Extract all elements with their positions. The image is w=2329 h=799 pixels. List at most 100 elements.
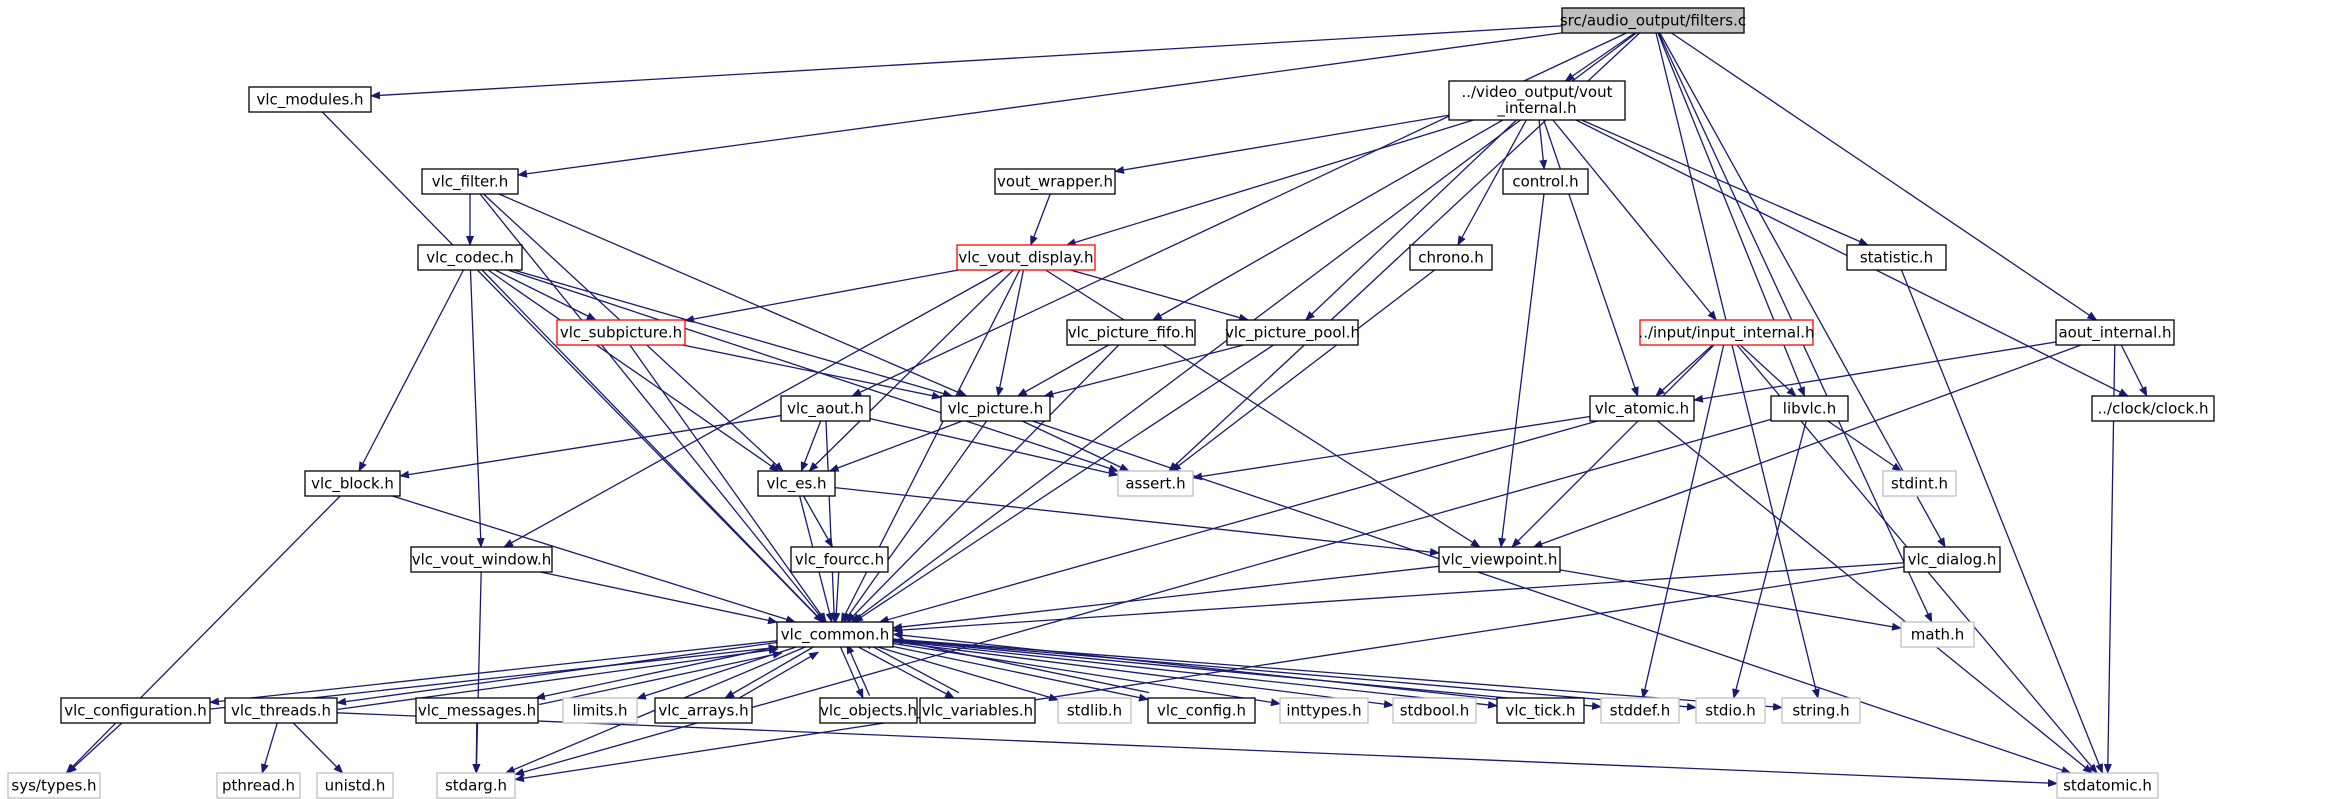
node-label: vlc_modules.h	[256, 91, 363, 110]
node-box	[410, 546, 553, 573]
node-vlc-configuration[interactable]: vlc_configuration.h	[60, 697, 211, 724]
node-vlc-dialog[interactable]: vlc_dialog.h	[1903, 546, 2001, 573]
node-box	[994, 168, 1116, 195]
edge-vlc_common-to-vlc_threads	[336, 641, 778, 706]
edge-vlc_vout_display-to-vlc_es	[808, 269, 1014, 472]
node-vlc-vout-display[interactable]: vlc_vout_display.h	[956, 244, 1096, 271]
node-vlc-threads[interactable]: vlc_threads.h	[224, 697, 338, 724]
node-box	[940, 395, 1051, 422]
node-vlc-atomic[interactable]: vlc_atomic.h	[1589, 395, 1695, 422]
node-box	[1882, 470, 1957, 497]
node-vlc-messages[interactable]: vlc_messages.h	[415, 697, 539, 724]
node-label: vlc_picture.h	[948, 400, 1043, 419]
node-vlc-config[interactable]: vlc_config.h	[1147, 697, 1256, 724]
edge-vlc_vout_display-to-vlc_picture_pool	[1070, 269, 1250, 322]
node-box	[1117, 470, 1194, 497]
node-vlc-filter[interactable]: vlc_filter.h	[421, 168, 519, 195]
edge-input_internal-to-vlc_viewpoint	[1511, 344, 1715, 548]
node-box	[1502, 168, 1589, 195]
node-stdlib: stdlib.h	[1057, 697, 1132, 724]
node-math: math.h	[1900, 621, 1975, 648]
edge-input_internal-to-libvlc	[1739, 344, 1797, 397]
node-label: ../input/input_internal.h	[1638, 324, 1814, 343]
node-vlc-block[interactable]: vlc_block.h	[304, 470, 401, 497]
node-vlc-codec[interactable]: vlc_codec.h	[417, 244, 523, 271]
node-vlc-es[interactable]: vlc_es.h	[757, 470, 836, 497]
node-vlc-arrays[interactable]: vlc_arrays.h	[654, 697, 753, 724]
node-vlc-vout-window[interactable]: vlc_vout_window.h	[410, 546, 553, 573]
node-vlc-fourcc[interactable]: vlc_fourcc.h	[790, 546, 889, 573]
node-box	[1448, 80, 1626, 121]
edge-vlc_common-to-stddef	[892, 639, 1602, 710]
node-label: vlc_filter.h	[432, 173, 509, 192]
node-box	[1695, 697, 1766, 724]
node-input-internal[interactable]: ../input/input_internal.h	[1638, 319, 1815, 346]
edge-vlc_objects-to-vlc_common	[846, 643, 871, 696]
node-box	[919, 697, 1036, 724]
node-label: vlc_block.h	[311, 475, 394, 494]
edge-vlc_aout-to-vlc_common	[825, 420, 839, 623]
node-label: unistd.h	[325, 777, 386, 795]
edge-vlc_codec-to-vlc_block	[358, 269, 465, 472]
node-box	[1903, 546, 2001, 573]
edge-vlc_viewpoint-to-vlc_common	[892, 565, 1440, 631]
edge-vlc_atomic-to-vlc_common	[878, 420, 1598, 624]
node-vlc-picture-pool[interactable]: vlc_picture_pool.h	[1225, 319, 1360, 346]
node-box	[1392, 697, 1477, 724]
node-label: ../video_output/vout_internal.h	[1461, 83, 1612, 118]
edge-vout_internal-to-control	[1538, 119, 1548, 170]
node-vlc-common[interactable]: vlc_common.h	[776, 621, 894, 648]
edge-vlc_subpicture-to-vlc_picture	[682, 344, 942, 400]
edge-libvlc-to-stdio	[1732, 420, 1807, 699]
node-box	[1409, 244, 1493, 271]
node-chrono[interactable]: chrono.h	[1409, 244, 1493, 271]
node-label: control.h	[1512, 173, 1578, 191]
node-label: vlc_vout_window.h	[412, 551, 552, 570]
node-vout-internal[interactable]: ../video_output/vout_internal.h	[1448, 80, 1626, 121]
node-box	[1639, 319, 1814, 346]
node-label: src/audio_output/filters.c	[1560, 12, 1746, 31]
edge-root-to-libvlc	[1657, 32, 1806, 397]
node-vout-wrapper[interactable]: vout_wrapper.h	[994, 168, 1116, 195]
node-label: vlc_atomic.h	[1595, 400, 1689, 419]
node-label: vlc_fourcc.h	[795, 551, 884, 570]
edge-vlc_codec-to-vlc_common	[481, 269, 824, 623]
edge-vout_internal-to-vout_wrapper	[1114, 114, 1450, 174]
node-label: vlc_picture_fifo.h	[1068, 324, 1195, 343]
edge-vlc_modules-to-vlc_common	[321, 111, 824, 623]
node-statistic[interactable]: statistic.h	[1846, 244, 1947, 271]
node-stdatomic: stdatomic.h	[2056, 772, 2159, 799]
edge-vlc_filter-to-vlc_picture	[498, 193, 968, 397]
edge-vlc_threads-to-pthread	[261, 722, 278, 774]
node-vlc-objects[interactable]: vlc_objects.h	[819, 697, 918, 724]
node-vlc-modules[interactable]: vlc_modules.h	[248, 86, 372, 113]
node-vlc-viewpoint[interactable]: vlc_viewpoint.h	[1438, 546, 1561, 573]
node-label: stdlib.h	[1067, 702, 1122, 720]
node-root[interactable]: src/audio_output/filters.c	[1560, 7, 1746, 34]
node-aout-internal[interactable]: aout_internal.h	[2055, 319, 2175, 346]
node-vlc-aout[interactable]: vlc_aout.h	[780, 395, 871, 422]
edge-chrono-to-assert	[1171, 269, 1436, 472]
node-clock[interactable]: ../clock/clock.h	[2091, 395, 2215, 422]
node-vlc-picture-fifo[interactable]: vlc_picture_fifo.h	[1066, 319, 1196, 346]
node-label: vlc_config.h	[1157, 702, 1246, 721]
node-vlc-tick[interactable]: vlc_tick.h	[1496, 697, 1585, 724]
node-box	[417, 244, 523, 271]
node-control[interactable]: control.h	[1502, 168, 1589, 195]
node-limits: limits.h	[562, 697, 638, 724]
node-label: vlc_picture_pool.h	[1225, 324, 1360, 343]
edge-vlc_common-to-vlc_config	[892, 645, 1149, 702]
node-label: stdint.h	[1891, 475, 1948, 493]
node-vlc-subpicture[interactable]: vlc_subpicture.h	[556, 319, 686, 346]
node-label: limits.h	[572, 702, 627, 720]
node-vlc-variables[interactable]: vlc_variables.h	[919, 697, 1036, 724]
node-label: aout_internal.h	[2058, 324, 2171, 343]
node-vlc-picture[interactable]: vlc_picture.h	[940, 395, 1051, 422]
edge-vlc_vout_display-to-vlc_common	[840, 269, 1021, 623]
edge-vlc_aout-to-assert	[869, 417, 1119, 477]
node-libvlc[interactable]: libvlc.h	[1770, 395, 1849, 422]
edge-vlc_filter-to-vlc_common	[479, 193, 826, 623]
node-stddef: stddef.h	[1600, 697, 1680, 724]
node-box	[1781, 697, 1861, 724]
node-box	[1846, 244, 1947, 271]
